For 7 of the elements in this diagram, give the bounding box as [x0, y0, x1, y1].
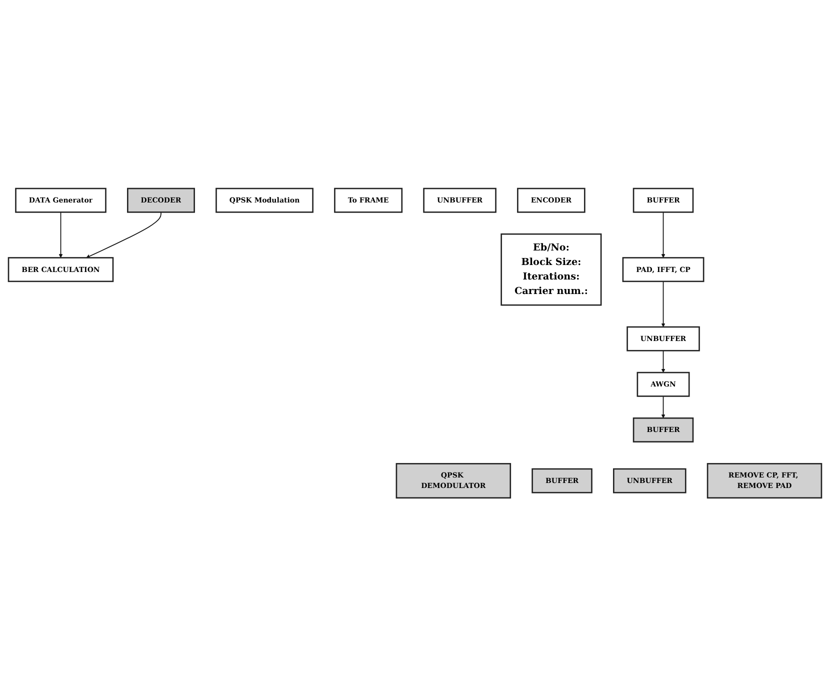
arrow	[661, 212, 666, 258]
arrow	[58, 212, 63, 258]
node-box: Eb/No: Block Size: Iterations: Carrier num.:	[500, 233, 602, 306]
arrow	[86, 212, 162, 258]
arrow	[661, 280, 666, 327]
arrow	[661, 350, 666, 373]
arrow	[661, 396, 666, 418]
